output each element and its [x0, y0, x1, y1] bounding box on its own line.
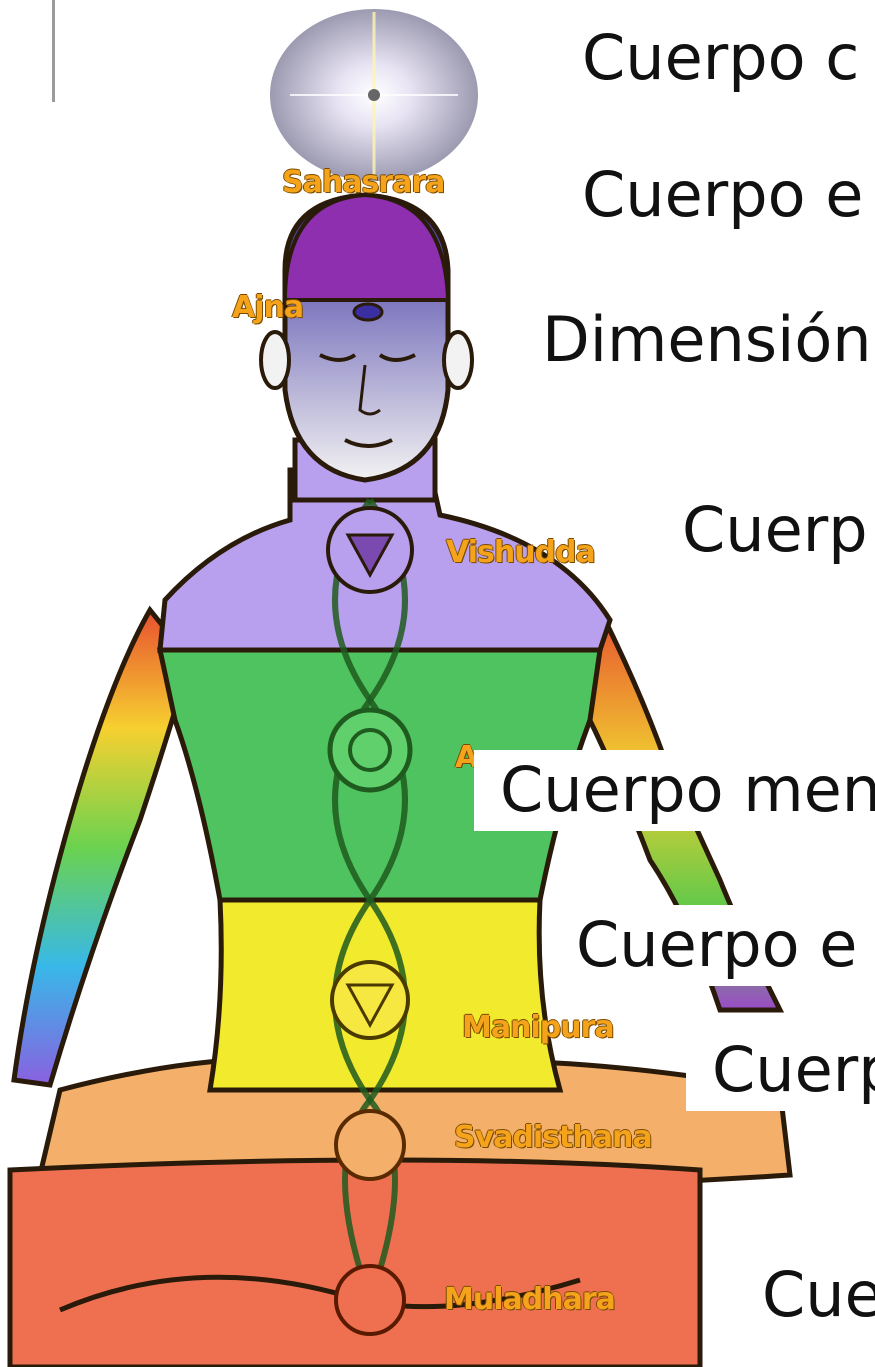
body-label-1: Cuerpo c	[582, 21, 860, 94]
label-muladhara: Muladhara	[444, 1282, 616, 1317]
body-label-7: Cuerp	[686, 1030, 875, 1111]
left-arm	[11, 605, 193, 1088]
body-label-8: Cue	[736, 1255, 875, 1336]
label-ajna: Ajna	[232, 290, 304, 325]
label-sahasrara: Sahasrara	[282, 165, 445, 200]
label-vishudda: Vishudda	[446, 535, 596, 570]
anahata-wheel	[327, 707, 413, 793]
body-label-6: Cuerpo e	[550, 905, 858, 986]
body-label-5: Cuerpo men	[474, 750, 875, 831]
lap-root	[7, 1157, 703, 1367]
left-divider	[52, 0, 55, 102]
label-manipura: Manipura	[462, 1010, 615, 1045]
body-label-3: Dimensión	[516, 300, 872, 381]
body-label-4: Cuerp	[682, 493, 868, 566]
svadisthana-wheel	[334, 1109, 406, 1181]
label-anahata: A	[455, 740, 478, 775]
manipura-wheel	[330, 960, 410, 1040]
body-label-2: Cuerpo e	[582, 158, 864, 231]
crown-cap	[282, 192, 451, 302]
muladhara-wheel	[334, 1264, 406, 1336]
label-svadisthana: Svadisthana	[454, 1120, 653, 1155]
